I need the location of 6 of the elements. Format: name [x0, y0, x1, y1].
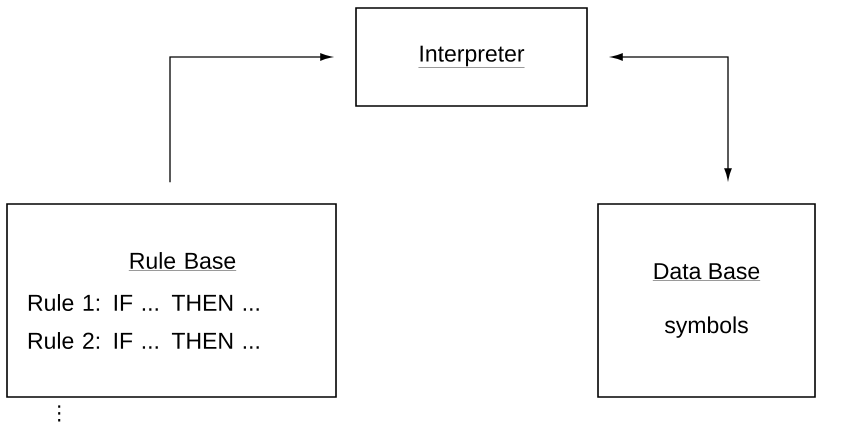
process-box: Interpreter: [355, 7, 588, 107]
arrow: [169, 53, 332, 182]
vertical-ellipsis: ⋮: [58, 405, 60, 422]
process-box: Data Base symbols: [597, 203, 816, 398]
process-box: Rule Base Rule 1: IF ... THEN ... Rule 2: IF ... THEN ...: [6, 203, 337, 398]
arrow: [612, 53, 732, 180]
